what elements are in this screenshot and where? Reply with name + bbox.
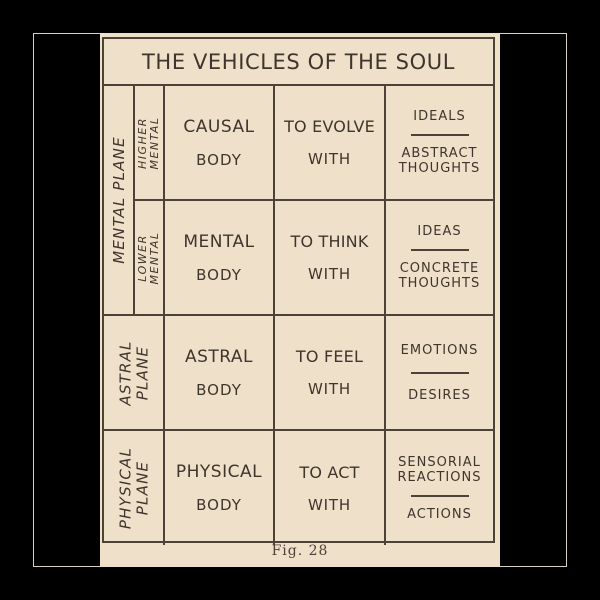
content-bottom-line-2: THOUGHTS [398,161,481,176]
purpose-with: WITH [308,265,351,283]
content-top-line-2: REACTIONS [397,469,482,485]
body-name: ASTRAL [184,346,254,367]
content-top: IDEAS [417,224,462,239]
physical-body-cell: PHYSICAL BODY [165,431,275,545]
purpose-with: WITH [308,150,351,168]
body-word: BODY [196,265,242,284]
causal-content-cell: IDEALS ABSTRACT THOUGHTS [386,86,493,201]
mental-plane-label-cell: MENTAL PLANE [104,86,135,316]
purpose-verb: TO FEEL [295,347,364,366]
content-bottom-line-1: CONCRETE [399,261,480,276]
physical-content-cell: SENSORIAL REACTIONS ACTIONS [386,431,493,545]
book-page: THE VEHICLES OF THE SOUL MENTAL PLANE HI… [100,33,500,567]
content-top: EMOTIONS [400,342,479,358]
content-bottom-line-2: THOUGHTS [398,276,481,291]
purpose-verb: TO ACT [299,462,360,482]
body-word: BODY [196,496,242,514]
causal-body-cell: CAUSAL BODY [165,86,275,201]
body-name: MENTAL [183,231,255,252]
purpose-with: WITH [308,380,351,398]
purpose-with: WITH [308,495,351,514]
purpose-verb: TO THINK [290,232,369,251]
purpose-verb: TO EVOLVE [284,117,375,136]
body-name: CAUSAL [183,116,255,137]
causal-purpose-cell: TO EVOLVE WITH [275,86,386,201]
body-word: BODY [196,150,242,169]
astral-body-cell: ASTRAL BODY [165,316,275,431]
mental-plane-label: MENTAL PLANE [109,136,128,264]
mental-purpose-cell: TO THINK WITH [275,201,386,316]
content-bottom: DESIRES [408,387,471,403]
astral-content-cell: EMOTIONS DESIRES [386,316,493,431]
astral-purpose-cell: TO FEEL WITH [275,316,386,431]
content-bottom-line-1: ABSTRACT [401,146,478,161]
mental-body-cell: MENTAL BODY [165,201,275,316]
content-top: IDEALS [413,109,466,124]
content-top-line-1: SENSORIAL [398,454,481,470]
body-name: PHYSICAL [175,462,263,482]
body-word: BODY [196,380,242,399]
divider-dash [410,249,469,251]
content-bottom: ACTIONS [407,506,472,522]
divider-dash [410,134,469,136]
mental-content-cell: IDEAS CONCRETE THOUGHTS [386,201,493,316]
physical-purpose-cell: TO ACT WITH [275,431,386,545]
vehicles-table: THE VEHICLES OF THE SOUL MENTAL PLANE HI… [102,37,495,545]
divider-dash [410,494,469,497]
figure-caption: Fig. 28 [271,543,329,559]
divider-dash [410,371,469,374]
table-title: THE VEHICLES OF THE SOUL [104,39,493,86]
